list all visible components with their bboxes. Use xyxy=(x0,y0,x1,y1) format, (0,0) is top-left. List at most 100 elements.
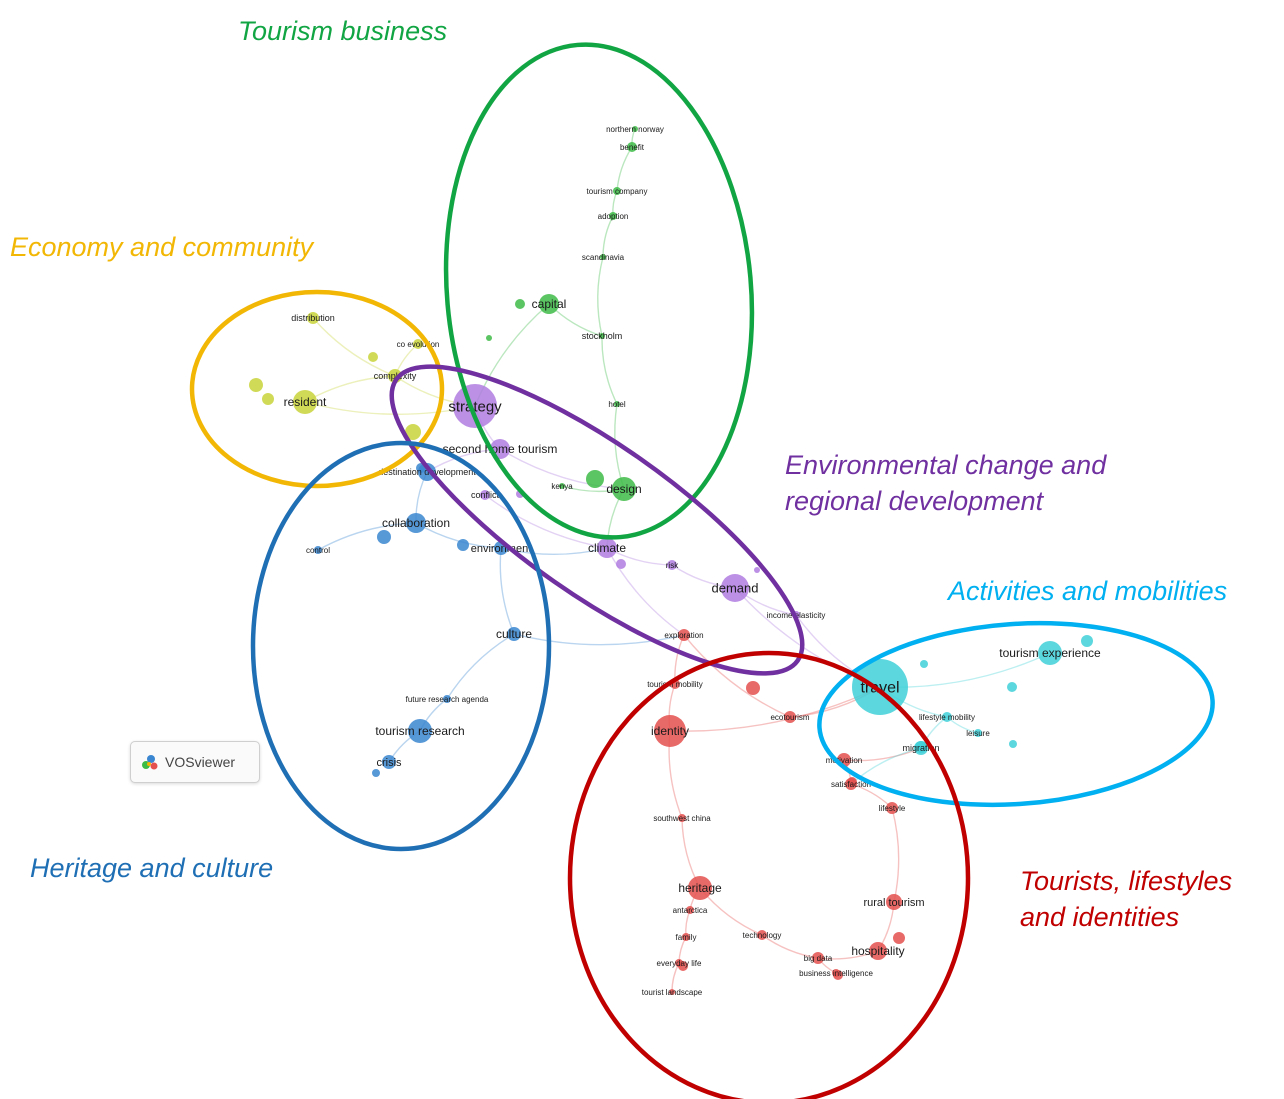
term-label-northern-norway: northern norway xyxy=(606,125,664,134)
term-label-satisfaction: satisfaction xyxy=(831,780,871,789)
term-node-benefit[interactable] xyxy=(627,142,637,152)
term-node-ecotourism[interactable] xyxy=(784,711,796,723)
term-node-everyday-life[interactable] xyxy=(675,959,683,967)
term-node-crisis[interactable] xyxy=(382,755,396,769)
vosviewer-badge: VOSviewer xyxy=(130,741,260,783)
term-label-conflict: conflict xyxy=(471,490,500,500)
term-label-southwest-china: southwest china xyxy=(653,814,711,823)
term-node-tourism-experience[interactable] xyxy=(1038,641,1062,665)
term-node-lifestyle-mobility[interactable] xyxy=(942,712,952,722)
term-node-antarctica[interactable] xyxy=(686,906,694,914)
term-node-demand[interactable] xyxy=(721,574,749,602)
term-node-co-evolution[interactable] xyxy=(413,339,423,349)
term-label-lifestyle: lifestyle xyxy=(879,804,906,813)
term-label-leisure: leisure xyxy=(966,729,990,738)
term-node-unlabeled[interactable] xyxy=(377,530,391,544)
term-node-leisure[interactable] xyxy=(974,729,982,737)
term-node-unlabeled[interactable] xyxy=(754,567,760,573)
term-node-unlabeled[interactable] xyxy=(893,932,905,944)
term-node-exploration[interactable] xyxy=(678,629,690,641)
term-node-kenya[interactable] xyxy=(559,483,565,489)
term-node-heritage[interactable] xyxy=(688,876,712,900)
link xyxy=(850,747,922,785)
cluster-label-heritage-culture: Heritage and culture xyxy=(30,853,273,883)
term-node-technology[interactable] xyxy=(757,930,767,940)
term-label-demand: demand xyxy=(712,581,759,596)
cluster-ellipses xyxy=(189,42,1215,1099)
term-node-design[interactable] xyxy=(612,477,636,501)
term-label-risk: risk xyxy=(666,561,679,570)
term-label-business-intelligence: business intelligence xyxy=(799,969,873,978)
term-label-scandinavia: scandinavia xyxy=(582,253,625,262)
term-node-stockholm[interactable] xyxy=(599,333,605,339)
term-node-conflict[interactable] xyxy=(480,490,490,500)
term-label-rural-tourism: rural tourism xyxy=(863,897,924,909)
term-label-big-data: big data xyxy=(804,954,833,963)
term-label-tourism-research: tourism research xyxy=(375,724,464,738)
term-node-collaboration[interactable] xyxy=(406,513,426,533)
term-node-distribution[interactable] xyxy=(307,312,319,324)
term-node-unlabeled[interactable] xyxy=(372,769,380,777)
link xyxy=(499,547,515,635)
term-node-unlabeled[interactable] xyxy=(368,352,378,362)
term-node-unlabeled[interactable] xyxy=(262,393,274,405)
term-node-adoption[interactable] xyxy=(609,212,617,220)
cluster-ellipse-blue xyxy=(250,440,552,852)
term-label-destination-development: destination development xyxy=(378,467,476,477)
term-node-northern-norway[interactable] xyxy=(632,126,638,132)
term-node-resident[interactable] xyxy=(293,390,317,414)
vosviewer-logo-icon xyxy=(142,755,158,770)
term-label-capital: capital xyxy=(532,297,567,311)
link xyxy=(312,317,396,377)
term-node-lifestyle[interactable] xyxy=(886,802,898,814)
vosviewer-label: VOSviewer xyxy=(165,754,236,770)
term-node-unlabeled[interactable] xyxy=(457,539,469,551)
term-node-tourism-company[interactable] xyxy=(613,187,621,195)
link xyxy=(601,335,618,405)
term-node-business-intelligence[interactable] xyxy=(832,969,840,977)
term-node-unlabeled[interactable] xyxy=(920,660,928,668)
cluster-label-tourism-business: Tourism business xyxy=(238,16,447,46)
term-node-unlabeled[interactable] xyxy=(249,378,263,392)
term-node-unlabeled[interactable] xyxy=(1081,635,1093,647)
term-node-risk[interactable] xyxy=(667,560,677,570)
term-node-destination-development[interactable] xyxy=(418,463,436,481)
term-label-crisis: crisis xyxy=(376,757,402,769)
term-node-culture[interactable] xyxy=(507,627,521,641)
term-label-tourism-experience: tourism experience xyxy=(999,646,1101,660)
term-node-unlabeled[interactable] xyxy=(486,335,492,341)
term-node-big-data[interactable] xyxy=(812,952,824,964)
term-node-control[interactable] xyxy=(314,546,322,554)
term-node-unlabeled[interactable] xyxy=(586,470,604,488)
term-node-migration[interactable] xyxy=(914,741,928,755)
term-node-strategy[interactable] xyxy=(453,384,497,428)
term-label-motivation: motivation xyxy=(826,756,862,765)
term-node-unlabeled[interactable] xyxy=(515,299,525,309)
term-node-climate[interactable] xyxy=(597,538,617,558)
term-node-unlabeled[interactable] xyxy=(746,681,760,695)
term-node-rural-tourism[interactable] xyxy=(886,894,902,910)
term-node-tourism-research[interactable] xyxy=(408,719,432,743)
term-node-unlabeled[interactable] xyxy=(1009,740,1017,748)
term-node-family[interactable] xyxy=(682,933,690,941)
term-label-climate: climate xyxy=(588,541,626,555)
link xyxy=(616,146,633,192)
term-label-benefit: benefit xyxy=(620,143,645,152)
term-label-stockholm: stockholm xyxy=(582,331,623,341)
link xyxy=(891,807,900,903)
term-node-hospitality[interactable] xyxy=(869,942,887,960)
term-node-identity[interactable] xyxy=(654,715,686,747)
term-node-hotel[interactable] xyxy=(614,401,620,407)
term-node-satisfaction[interactable] xyxy=(845,778,857,790)
term-node-scandinavia[interactable] xyxy=(600,254,606,260)
term-node-capital[interactable] xyxy=(539,294,559,314)
term-label-heritage: heritage xyxy=(678,881,722,895)
term-label-antarctica: antarctica xyxy=(673,906,708,915)
term-node-unlabeled[interactable] xyxy=(616,559,626,569)
term-node-future-research-agenda[interactable] xyxy=(443,695,451,703)
term-node-unlabeled[interactable] xyxy=(1007,682,1017,692)
term-node-tourist-landscape[interactable] xyxy=(669,989,675,995)
term-node-southwest-china[interactable] xyxy=(678,814,686,822)
term-node-unlabeled[interactable] xyxy=(405,424,421,440)
